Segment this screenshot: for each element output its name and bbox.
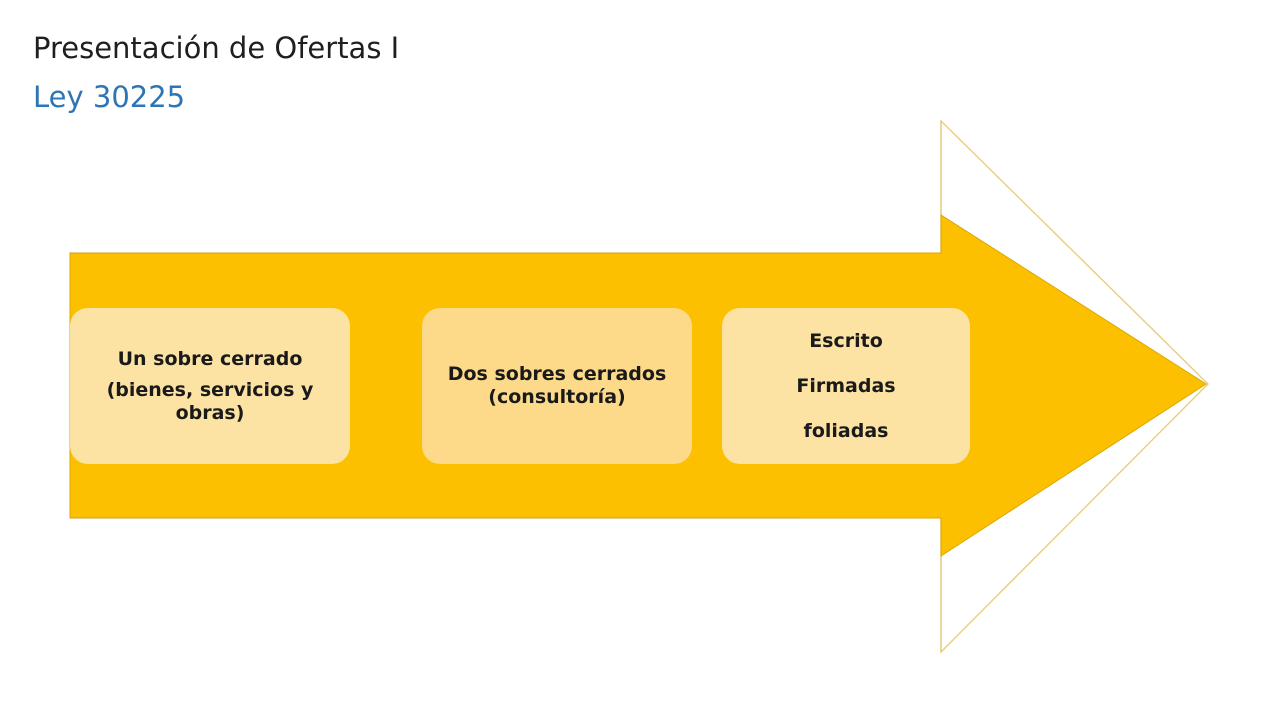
step-box-text: Un sobre cerrado [117,347,303,370]
step-box-text: Dos sobres cerrados (consultoría) [447,363,667,408]
step-box-requirements: Escrito Firmadas foliadas [722,308,970,464]
arrow-head-inner-outline [940,120,1209,653]
step-box-two-envelopes: Dos sobres cerrados (consultoría) [422,308,692,464]
step-box-one-envelope: Un sobre cerrado (bienes, servicios y ob… [70,308,350,464]
step-box-text: (bienes, servicios y obras) [106,378,314,424]
step-box-text: Escrito [809,329,883,352]
step-box-text: Firmadas [796,374,896,397]
slide-title: Presentación de Ofertas I [33,31,400,65]
slide-subtitle: Ley 30225 [33,80,186,114]
step-box-text: foliadas [803,419,889,442]
